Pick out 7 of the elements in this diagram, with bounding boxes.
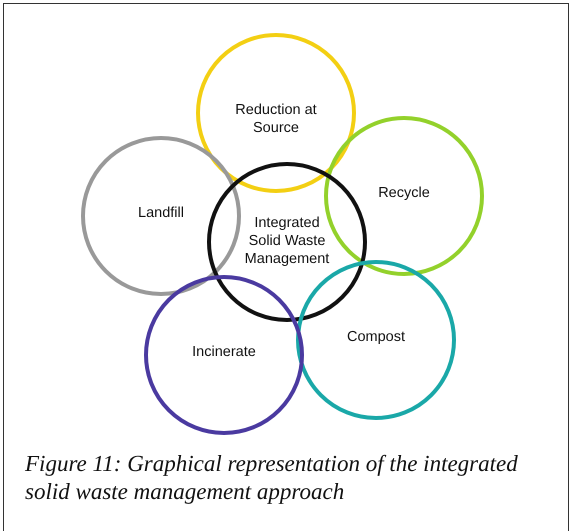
circle-label: Reduction at Source (234, 101, 318, 137)
circle-label: Recycle (377, 184, 431, 202)
circle-label: Compost (346, 328, 406, 346)
circle-label: Incinerate (191, 343, 257, 361)
circle-label: Landfill (137, 204, 185, 222)
circle-label: Integrated Solid Waste Management (244, 214, 330, 268)
figure-caption: Figure 11: Graphical representation of the integrated solid waste management approach (25, 450, 519, 506)
